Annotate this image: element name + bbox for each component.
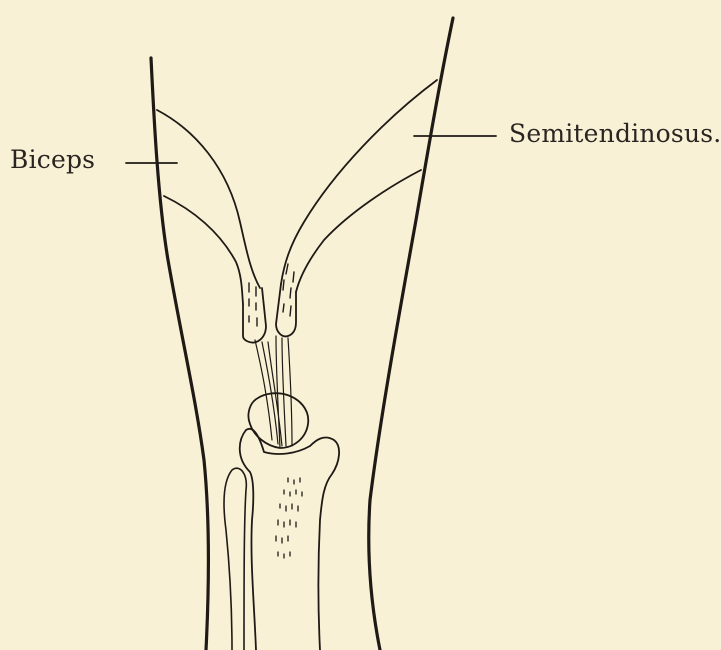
semitendinosus-muscle-upper-border bbox=[281, 80, 437, 284]
biceps-label: Biceps bbox=[10, 145, 95, 174]
semitendinosus-muscle-lower-border bbox=[296, 170, 421, 292]
tibia bbox=[240, 429, 339, 650]
biceps-tendon-dashes bbox=[249, 283, 257, 326]
semitendinosus-label: Semitendinosus. bbox=[509, 119, 721, 148]
semitendinosus-tendon-end bbox=[276, 284, 296, 336]
biceps-muscle-lower-border bbox=[164, 196, 243, 304]
fibula bbox=[224, 468, 246, 650]
limb-outline-right bbox=[369, 18, 453, 650]
tendon-strands bbox=[255, 336, 292, 448]
semitendinosus-tendon-dashes bbox=[283, 264, 294, 316]
limb-outline-left bbox=[151, 58, 208, 650]
tibia-stipple bbox=[276, 478, 302, 558]
biceps-muscle-upper-border bbox=[157, 110, 260, 288]
biceps-tendon-end bbox=[243, 288, 266, 343]
